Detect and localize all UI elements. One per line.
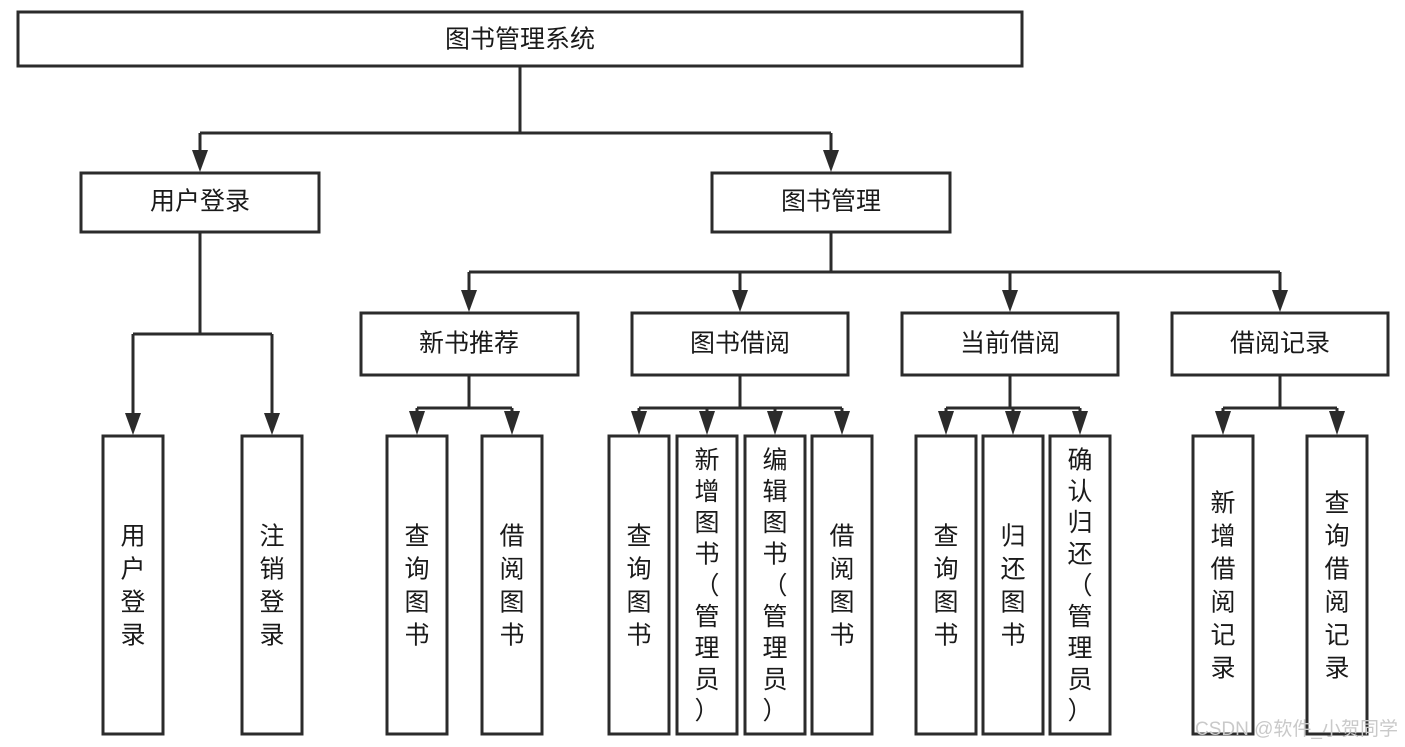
node-root-label: 图书管理系统: [445, 26, 595, 54]
node-leaf-edit-book-admin-box[interactable]: [743, 434, 807, 736]
node-leaf-return-book-label: 归还图书: [1000, 523, 1025, 650]
node-leaf-query-borrow-record-label: 查询借阅记录: [1324, 490, 1349, 683]
connector-group-root: [192, 66, 839, 172]
node-leaf-confirm-return-admin[interactable]: 确认归还（管理员）: [1048, 434, 1112, 736]
node-leaf-borrow-book-label: 借阅图书: [829, 523, 854, 650]
node-leaf-confirm-return-admin-label: 确认归还（管理员）: [1067, 446, 1092, 725]
node-leaf-return-book[interactable]: 归还图书: [981, 434, 1045, 736]
node-current-borrow-box[interactable]: [900, 311, 1120, 377]
arrow-head-icon: [834, 411, 850, 435]
node-leaf-user-login[interactable]: 用户登录: [101, 434, 165, 736]
node-book-borrow-box[interactable]: [630, 311, 850, 377]
node-leaf-query-borrow-record[interactable]: 查询借阅记录: [1305, 434, 1369, 736]
node-leaf-query-book-current-box[interactable]: [914, 434, 978, 736]
node-borrow-record-box[interactable]: [1170, 311, 1390, 377]
arrow-head-icon: [732, 290, 748, 312]
node-leaf-query-book-borrow[interactable]: 查询图书: [607, 434, 671, 736]
arrow-head-icon: [125, 413, 141, 435]
node-leaf-edit-book-admin-label: 编辑图书（管理员）: [762, 446, 787, 725]
node-leaf-logout-login-label: 注销登录: [259, 523, 284, 650]
node-current-borrow-label: 当前借阅: [960, 330, 1060, 358]
node-leaf-user-login-box[interactable]: [101, 434, 165, 736]
arrow-head-icon: [1072, 411, 1088, 435]
arrow-head-icon: [699, 411, 715, 435]
node-leaf-logout-login[interactable]: 注销登录: [240, 434, 304, 736]
arrow-head-icon: [1329, 411, 1345, 435]
node-leaf-borrow-book-rec[interactable]: 借阅图书: [480, 434, 544, 736]
node-leaf-add-book-admin-label: 新增图书（管理员）: [694, 446, 719, 725]
node-leaf-edit-book-admin[interactable]: 编辑图书（管理员）: [743, 434, 807, 736]
arrow-head-icon: [1002, 290, 1018, 312]
connector-group-current-borrow: [938, 375, 1088, 435]
node-user-login-label: 用户登录: [150, 188, 250, 216]
node-book-borrow-label: 图书借阅: [690, 330, 790, 358]
node-leaf-add-borrow-record-label: 新增借阅记录: [1210, 490, 1235, 683]
connector-group-user-login: [125, 232, 280, 435]
node-leaf-borrow-book-box[interactable]: [810, 434, 874, 736]
arrow-head-icon: [461, 290, 477, 312]
arrow-head-icon: [409, 411, 425, 435]
node-leaf-borrow-book[interactable]: 借阅图书: [810, 434, 874, 736]
node-borrow-record-label: 借阅记录: [1230, 330, 1330, 358]
node-leaf-query-book-borrow-box[interactable]: [607, 434, 671, 736]
arrow-head-icon: [1215, 411, 1231, 435]
node-leaf-logout-login-box[interactable]: [240, 434, 304, 736]
node-book-borrow[interactable]: 图书借阅: [630, 311, 850, 377]
arrow-head-icon: [1272, 290, 1288, 312]
arrow-head-icon: [264, 413, 280, 435]
node-leaf-add-book-admin-box[interactable]: [675, 434, 739, 736]
node-user-login-box[interactable]: [79, 171, 321, 234]
watermark-label: CSDN @软件_小贺同学: [1195, 718, 1398, 740]
node-root-box[interactable]: [16, 10, 1024, 68]
node-leaf-query-book-rec-box[interactable]: [385, 434, 449, 736]
arrow-head-icon: [1005, 411, 1021, 435]
arrow-head-icon: [767, 411, 783, 435]
node-root[interactable]: 图书管理系统: [16, 10, 1024, 68]
node-leaf-return-book-box[interactable]: [981, 434, 1045, 736]
connector-group-book-borrow: [631, 375, 850, 435]
node-new-book-recommend-label: 新书推荐: [419, 330, 519, 358]
node-borrow-record[interactable]: 借阅记录: [1170, 311, 1390, 377]
node-leaf-query-book-current-label: 查询图书: [933, 523, 958, 650]
arrow-head-icon: [823, 150, 839, 172]
node-leaf-add-borrow-record-box[interactable]: [1191, 434, 1255, 736]
node-leaf-borrow-book-rec-box[interactable]: [480, 434, 544, 736]
arrow-head-icon: [192, 150, 208, 172]
connector-group-new-book-recommend: [409, 375, 520, 435]
node-book-manage[interactable]: 图书管理: [710, 171, 952, 234]
node-book-manage-box[interactable]: [710, 171, 952, 234]
node-new-book-recommend-box[interactable]: [359, 311, 580, 377]
node-book-manage-label: 图书管理: [781, 188, 881, 216]
node-leaf-query-book-borrow-label: 查询图书: [626, 523, 651, 650]
node-leaf-user-login-label: 用户登录: [120, 523, 145, 650]
node-new-book-recommend[interactable]: 新书推荐: [359, 311, 580, 377]
arrow-head-icon: [938, 411, 954, 435]
node-leaf-add-borrow-record[interactable]: 新增借阅记录: [1191, 434, 1255, 736]
node-leaf-confirm-return-admin-box[interactable]: [1048, 434, 1112, 736]
node-leaf-query-borrow-record-box[interactable]: [1305, 434, 1369, 736]
node-current-borrow[interactable]: 当前借阅: [900, 311, 1120, 377]
node-leaf-borrow-book-rec-label: 借阅图书: [499, 523, 524, 650]
connector-group-book-manage: [461, 232, 1288, 312]
node-user-login[interactable]: 用户登录: [79, 171, 321, 234]
node-leaf-query-book-current[interactable]: 查询图书: [914, 434, 978, 736]
node-leaf-add-book-admin[interactable]: 新增图书（管理员）: [675, 434, 739, 736]
node-leaf-query-book-rec-label: 查询图书: [404, 523, 429, 650]
arrow-head-icon: [631, 411, 647, 435]
node-leaf-query-book-rec[interactable]: 查询图书: [385, 434, 449, 736]
connector-group-borrow-record: [1215, 375, 1345, 435]
arrow-head-icon: [504, 411, 520, 435]
